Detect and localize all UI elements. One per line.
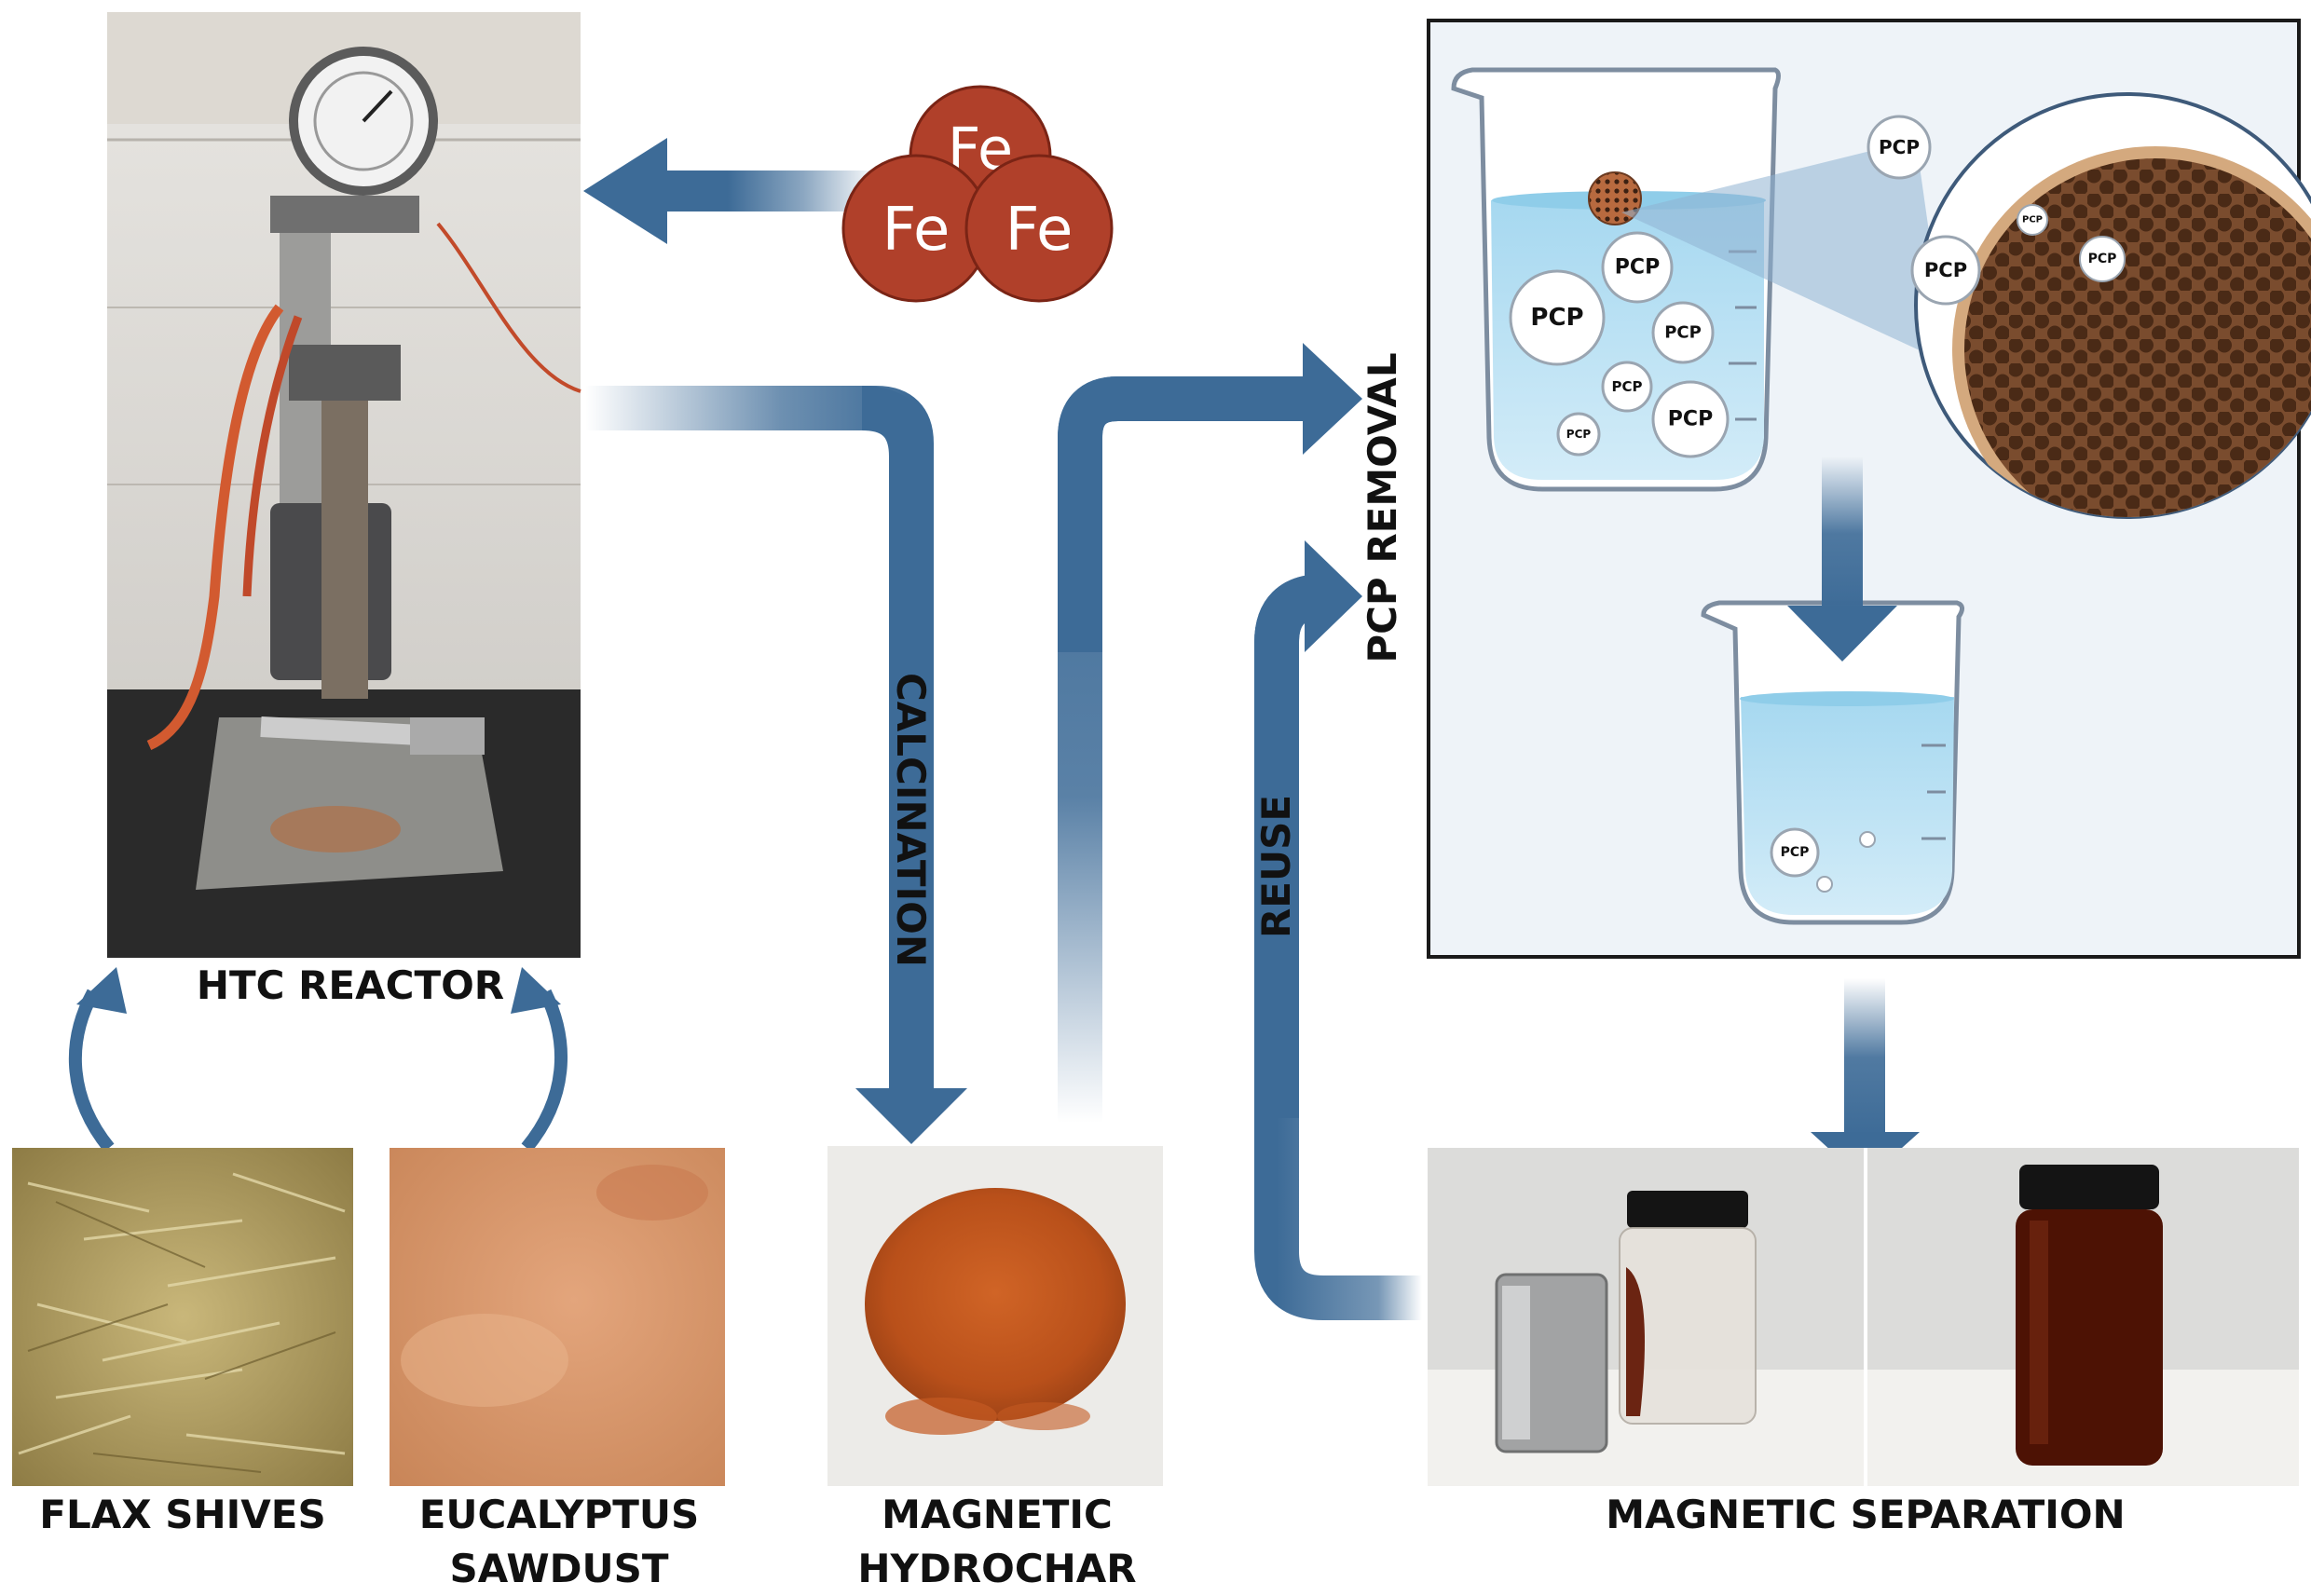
reuse-label: REUSE — [1253, 795, 1299, 938]
htc-reactor-photo — [107, 12, 581, 958]
flax-shives-label: FLAX SHIVES — [39, 1492, 325, 1537]
reuse-arrow — [1254, 540, 1422, 1320]
magnetic-hydrochar-label-line1: MAGNETIC — [882, 1492, 1113, 1537]
pcp-molecule-label: PCP — [2088, 252, 2117, 266]
iron-symbol: Fe — [882, 196, 950, 265]
pcp-molecule-label: PCP — [1612, 378, 1643, 395]
feedstock-to-reactor-arrow-left — [68, 967, 127, 1153]
magnetic-separation-photo — [1428, 1148, 2299, 1486]
eucalyptus-label-line1: EUCALYPTUS — [419, 1492, 700, 1537]
flax-shives-photo — [12, 1148, 353, 1486]
pcp-molecule-label: PCP — [1530, 304, 1583, 332]
eucalyptus-sawdust-photo — [390, 1148, 725, 1486]
hydrochar-to-pcp-removal-arrow — [1058, 343, 1362, 1123]
calcination-arrow — [585, 386, 967, 1144]
pcp-molecule-label: PCP — [1781, 845, 1810, 860]
pcp-removal-panel: PCP PCP PCP PCP PCP PCP PCP PCP PCP PCP — [1427, 19, 2311, 959]
pcp-molecule-label: PCP — [1924, 259, 1967, 281]
magnetic-hydrochar-label-line2: HYDROCHAR — [857, 1546, 1136, 1591]
pcp-molecule-label: PCP — [1664, 323, 1702, 343]
pcp-removal-label: PCP REMOVAL — [1360, 352, 1405, 662]
pcp-molecules-zoom: PCP PCP PCP PCP — [1867, 115, 2126, 306]
magnetic-hydrochar-photo — [827, 1146, 1163, 1486]
pcp-molecules-beaker-2: PCP — [1770, 827, 1876, 893]
htc-reactor-label: HTC REACTOR — [197, 962, 504, 1008]
zoom-cone — [1621, 140, 1948, 363]
calcination-label: CALCINATION — [888, 673, 934, 967]
zoom-detail-circle — [1914, 92, 2311, 519]
iron-atoms-cluster: Fe Fe Fe — [841, 85, 1114, 303]
pcp-molecule-label: PCP — [2022, 215, 2043, 225]
eucalyptus-label-line2: SAWDUST — [449, 1546, 668, 1591]
fe-to-reactor-arrow — [583, 138, 878, 244]
pcp-molecule-label: PCP — [1566, 428, 1592, 441]
pcp-molecule-label: PCP — [1879, 136, 1920, 158]
beaker-transfer-arrow — [1787, 457, 1897, 662]
pcp-molecule-label: PCP — [1668, 408, 1713, 431]
magnetic-separation-label: MAGNETIC SEPARATION — [1606, 1492, 2125, 1537]
iron-symbol: Fe — [1005, 196, 1073, 265]
pcp-molecules-beaker-1: PCP PCP PCP PCP PCP PCP — [1509, 231, 1730, 458]
pcp-molecule-label: PCP — [1615, 256, 1660, 280]
feedstock-to-reactor-arrow-right — [511, 967, 568, 1153]
